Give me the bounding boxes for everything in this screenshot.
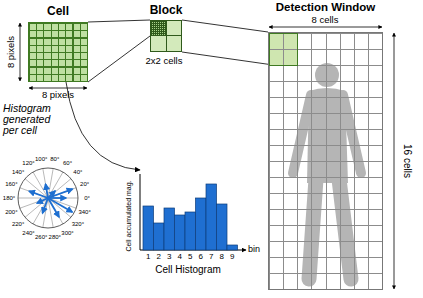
angle-label: 0°: [84, 195, 90, 202]
angle-label: 180°: [3, 195, 15, 202]
histogram-bar: [185, 212, 196, 250]
connector-line: [88, 20, 150, 82]
bin-number: 9: [230, 253, 234, 262]
angle-label: 200°: [5, 208, 17, 215]
histogram-axis: [140, 174, 141, 250]
block-grid: Block: [150, 20, 182, 52]
angle-label: 40°: [73, 169, 82, 176]
dimension-arrow: [269, 27, 382, 28]
angle-label: 60°: [63, 160, 72, 167]
node-heading: Block: [150, 4, 183, 17]
gradient-vector: [46, 184, 48, 198]
angle-label: 320°: [72, 220, 84, 227]
node-heading: Cell Histogram: [155, 264, 221, 275]
histogram-bar: [154, 223, 165, 250]
fine-cell-grid: [151, 21, 166, 36]
gradient-vector: [29, 191, 48, 198]
dimension-arrow: [394, 33, 395, 289]
angle-label: 340°: [78, 208, 90, 215]
node-heading: Cell: [47, 5, 69, 18]
angle-label: 260°: [35, 234, 47, 241]
histogram-bar: [175, 215, 186, 250]
bin-number: 4: [178, 253, 182, 262]
dimension-label: 2x2 cells: [146, 56, 183, 66]
dimension-arrow: [20, 23, 21, 81]
dimension-label: bin: [248, 245, 260, 255]
bin-number: 6: [199, 253, 203, 262]
angle-label: 80°: [50, 155, 59, 162]
dimension-label: 8 cells: [312, 15, 339, 25]
histogram-bar: [143, 206, 154, 250]
polar-spoke: [20, 188, 48, 198]
gradient-vector: [48, 198, 72, 212]
node-heading: Detection Window: [276, 1, 376, 14]
cell-grid: Cell: [28, 22, 88, 82]
polar-circle: [18, 168, 78, 228]
angle-label: 100°: [35, 155, 47, 162]
angle-label: 120°: [22, 160, 34, 167]
angle-label: 280°: [49, 234, 61, 241]
window-grid: [269, 33, 382, 289]
bin-number: 5: [188, 253, 192, 262]
connector-line: [66, 82, 140, 170]
bin-number: 2: [157, 253, 161, 262]
polar-spoke: [20, 198, 48, 208]
polar-spoke: [48, 188, 76, 198]
histogram-bar: [227, 245, 238, 250]
polar-plot: [18, 168, 78, 228]
polar-spoke: [18, 198, 48, 199]
connector-line: [182, 20, 268, 64]
dimension-label: 8 pixels: [6, 36, 16, 68]
polar-spoke: [25, 198, 48, 217]
window-block-outline: [269, 33, 298, 66]
detection-window: Detection Window: [268, 32, 383, 290]
dimension-label: 8 pixels: [42, 90, 74, 100]
angle-label: 20°: [80, 181, 89, 188]
bin-number: 8: [220, 253, 224, 262]
histogram-bars: [143, 184, 238, 250]
angle-label: 300°: [61, 229, 73, 236]
histogram-bar: [217, 204, 228, 250]
dimension-arrow: [29, 88, 87, 89]
angle-label: 160°: [5, 181, 17, 188]
histogram-bar: [164, 208, 175, 250]
angle-label: 240°: [22, 229, 34, 236]
dimension-label: Cell accumulated mag.: [125, 180, 133, 251]
polar-spoke: [48, 198, 78, 199]
polar-spoke: [48, 179, 71, 198]
polar-spoke: [25, 179, 48, 198]
bin-number: 7: [209, 253, 213, 262]
bin-number: 3: [167, 253, 171, 262]
angle-label: 140°: [12, 169, 24, 176]
gradient-vector: [48, 191, 55, 198]
polar-spoke: [43, 198, 48, 228]
histogram-bar: [206, 184, 217, 250]
histogram-region: Cell Histogram: [118, 170, 258, 278]
angle-label: 220°: [12, 220, 24, 227]
edge-label: Histogram generated per cell: [3, 103, 59, 136]
gradient-vector: [43, 198, 48, 213]
bin-number: 1: [146, 253, 150, 262]
histogram-bar: [196, 198, 207, 250]
dimension-label: 16 cells: [402, 144, 413, 178]
gradient-vector: [48, 189, 72, 198]
